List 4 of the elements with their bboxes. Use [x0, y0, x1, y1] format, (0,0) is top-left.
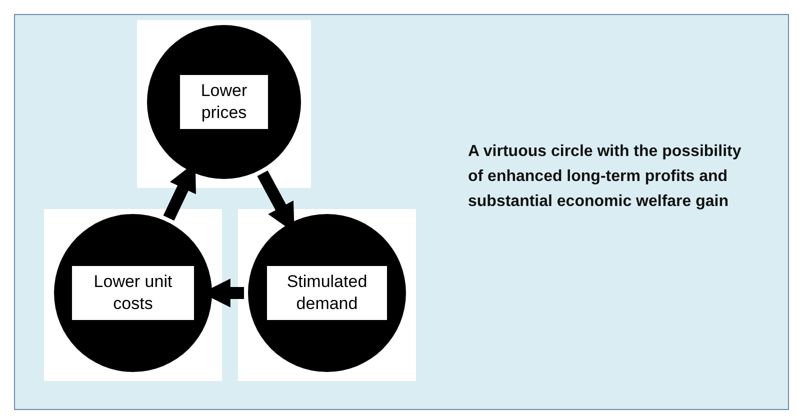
node-label: Stimulated demand: [286, 271, 368, 315]
node-label: Lower prices: [200, 80, 248, 124]
node-label: Lower unit costs: [92, 271, 174, 315]
note-text: A virtuous circle with the possibility of enhanced long-term profits and substantial economic welfare gain: [468, 139, 758, 214]
